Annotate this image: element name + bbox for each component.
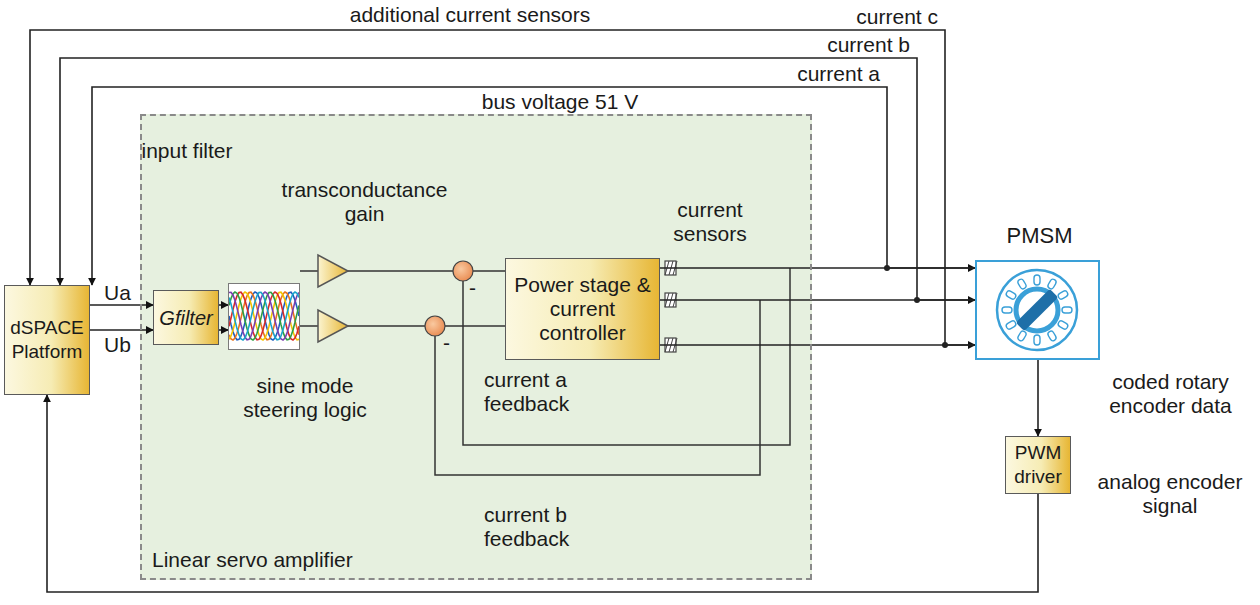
current-sensor-symbols (665, 261, 677, 352)
junction-dot (942, 342, 948, 348)
node-label: PWM driver (1010, 441, 1066, 489)
signal-connector (219, 304, 228, 306)
illustration-stroke (300, 325, 318, 327)
platform-box: dSPACE Platform (4, 285, 90, 395)
annotation-label: current b feedback (484, 503, 624, 551)
illustration-stroke (1034, 335, 1040, 345)
illustration-stroke (1017, 278, 1027, 290)
sine-image-ground (229, 284, 299, 349)
illustration-stroke (1057, 320, 1069, 330)
illustration-stroke (473, 270, 505, 272)
power-stage-box: Power stage & current controller (505, 258, 660, 360)
node-label: Gfilter (159, 306, 212, 330)
signal-connector (219, 329, 228, 331)
junction-dot (884, 265, 890, 271)
gain-triangle (318, 310, 348, 342)
annotation-label: additional current sensors (320, 3, 620, 27)
signal-label: current a (780, 62, 880, 86)
node-heading: bus voltage 51 V (480, 90, 640, 114)
annotation-label: current a feedback (484, 368, 624, 416)
illustration-stroke (1062, 307, 1072, 313)
illustration-stroke (229, 292, 299, 340)
signal-connector (90, 304, 153, 306)
signal-label: Ub (104, 333, 144, 357)
annotation-label: - (469, 276, 476, 300)
node-heading: Linear servo amplifier (152, 548, 353, 572)
annotation-label: - (443, 331, 450, 355)
illustration-stroke (300, 270, 318, 272)
annotation-label: coded rotary encoder data (1088, 370, 1253, 418)
illustration-stroke (229, 292, 299, 340)
junction-dot (914, 297, 920, 303)
illustration-stroke (229, 292, 299, 340)
illustration-stroke (229, 292, 299, 340)
illustration-stroke (229, 292, 299, 340)
illustration-stroke (348, 325, 425, 327)
illustration-stroke (1034, 275, 1040, 285)
steering-logic-box: sine mode steering logic (228, 283, 300, 350)
signal-connector (90, 329, 153, 331)
illustration-stroke (1016, 289, 1058, 331)
illustration-stroke (1016, 289, 1058, 331)
node-heading: PMSM (977, 224, 1102, 248)
signal-label: current c (838, 5, 938, 29)
motor-box: PMSM (975, 260, 1100, 360)
node-label: dSPACE Platform (9, 316, 85, 364)
illustration-stroke (997, 270, 1077, 350)
amplifier-ground (140, 114, 812, 580)
signal-connector (47, 395, 1038, 592)
node-label: Power stage & current controller (510, 273, 655, 345)
signal-connector (1037, 360, 1039, 436)
feedback-wires (435, 268, 790, 475)
annotation-label: current sensors (650, 198, 770, 246)
illustration-stroke (229, 292, 299, 340)
signal-label: current b (810, 33, 910, 57)
annotation-label: analog encoder signal (1090, 470, 1250, 518)
filter-box: input filterGfilter (153, 290, 219, 345)
motor-symbol (997, 270, 1077, 350)
signal-connector (660, 344, 975, 346)
signal-connector (92, 87, 975, 285)
illustration-stroke (1017, 330, 1027, 342)
signal-connector (30, 30, 975, 345)
illustration-stroke (229, 292, 299, 340)
illustration-stroke (445, 325, 505, 327)
illustration-stroke (348, 270, 453, 272)
sine-waves (229, 292, 299, 340)
driver-box: PWM driver (1005, 436, 1071, 494)
summing-junction (425, 316, 445, 336)
illustration-stroke (1057, 290, 1069, 300)
signal-label: Ua (104, 281, 144, 305)
illustration-stroke (1005, 320, 1017, 330)
illustration-stroke (1002, 275, 1072, 345)
amplifier-region: input filterGfiltersine mode steering lo… (140, 114, 812, 580)
annotation-label: transconductance gain (262, 178, 467, 226)
node-heading: input filter (140, 139, 234, 163)
gain-triangle (318, 255, 348, 287)
node-heading: sine mode steering logic (227, 374, 383, 422)
illustration-stroke (1047, 330, 1057, 342)
illustration-stroke (1047, 278, 1057, 290)
illustration-stroke (1002, 307, 1012, 313)
illustration-stroke (1005, 290, 1017, 300)
